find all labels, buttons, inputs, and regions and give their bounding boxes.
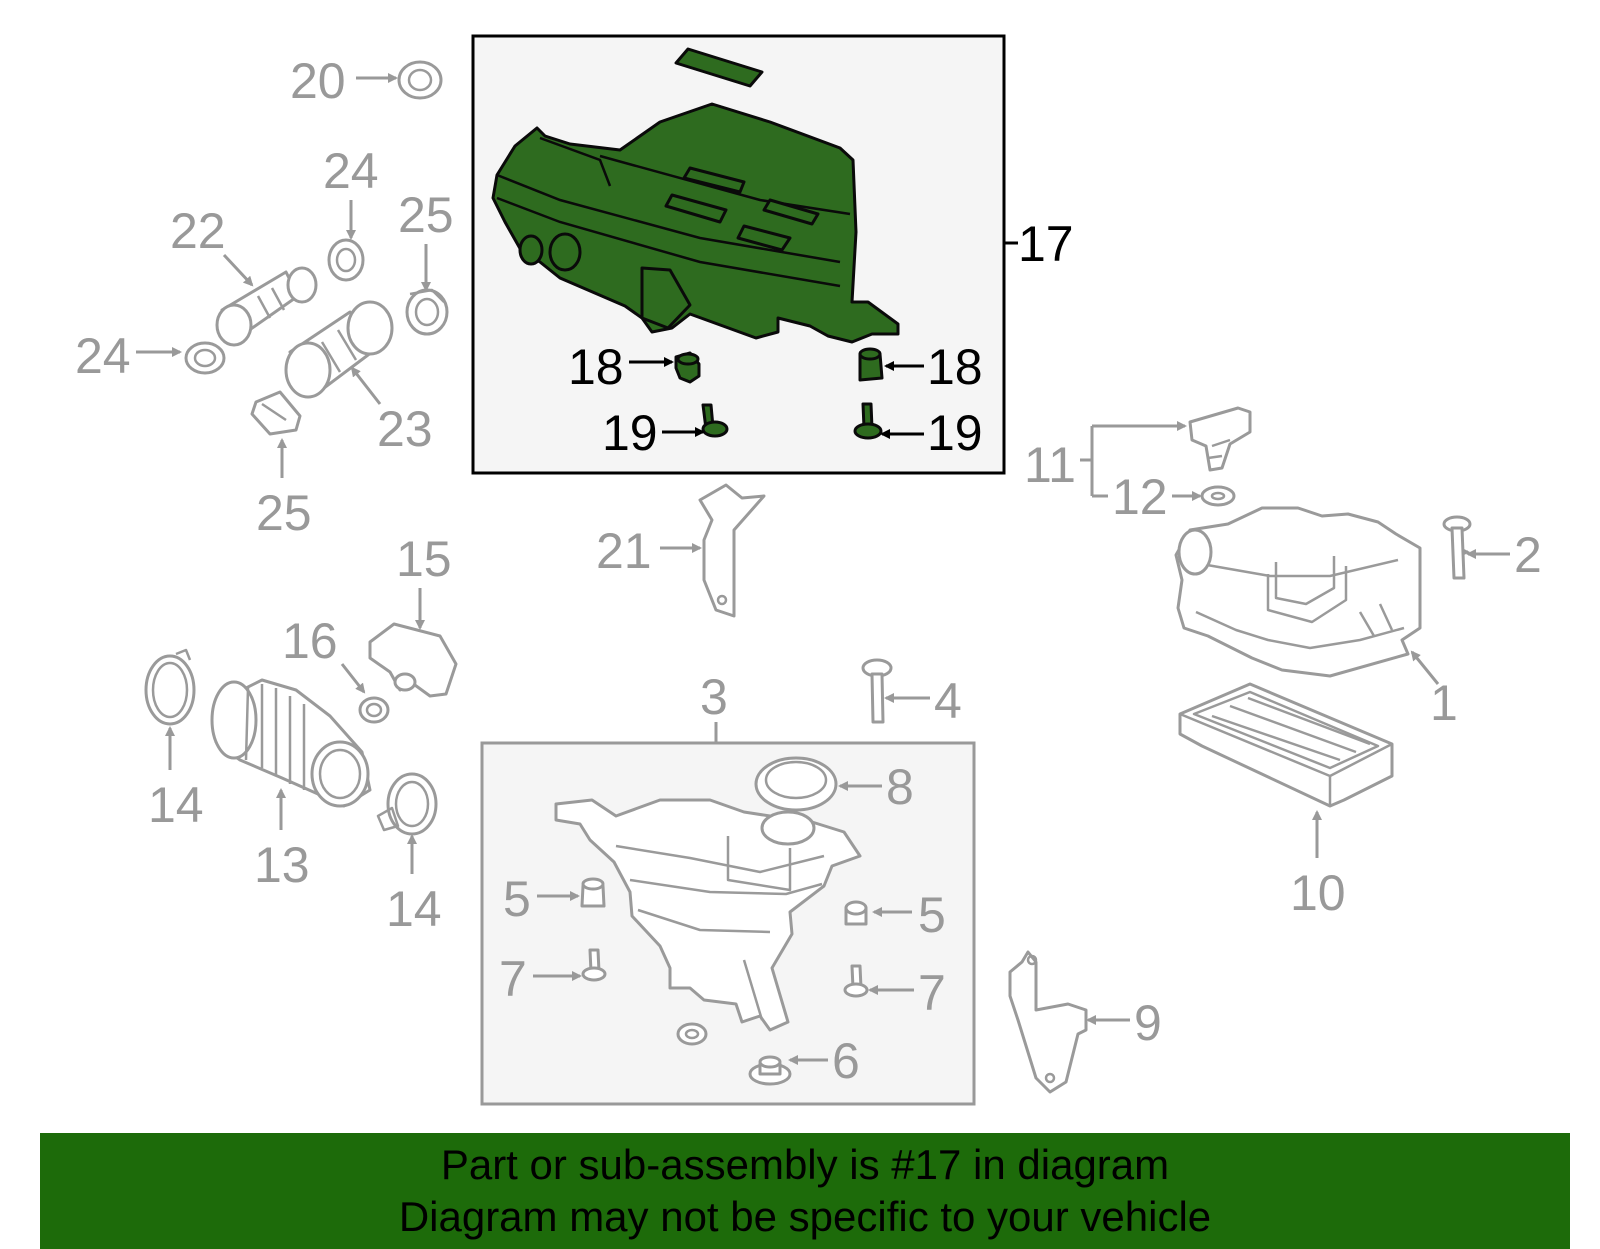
air-cleaner-cover-part-17 bbox=[491, 102, 900, 344]
grommet-part-20 bbox=[397, 60, 443, 100]
callout-19-left: 19 bbox=[602, 405, 658, 461]
bolt-part-4 bbox=[861, 658, 893, 724]
callout-9: 9 bbox=[1134, 995, 1162, 1051]
callout-5-left: 5 bbox=[503, 871, 531, 927]
callout-4: 4 bbox=[934, 673, 962, 729]
clamp-part-25-bottom bbox=[250, 390, 302, 436]
bolt-part-7-left bbox=[581, 948, 607, 982]
callout-14-left: 14 bbox=[148, 777, 204, 833]
callout-2: 2 bbox=[1514, 527, 1542, 583]
callout-8: 8 bbox=[886, 759, 914, 815]
callout-6: 6 bbox=[832, 1033, 860, 1089]
air-filter-part-10 bbox=[1178, 682, 1394, 808]
gasket-part-12 bbox=[1200, 485, 1236, 507]
intake-duct-part-13 bbox=[210, 678, 372, 808]
bracket-part-21 bbox=[698, 483, 766, 618]
banner-line-1: Part or sub-assembly is #17 in diagram bbox=[440, 1141, 1170, 1188]
clamp-part-16 bbox=[358, 696, 390, 724]
grommet-part-5-right bbox=[844, 900, 868, 926]
banner-line-2: Diagram may not be specific to your vehi… bbox=[398, 1193, 1212, 1240]
callout-15: 15 bbox=[396, 531, 452, 587]
sensor-part-11 bbox=[1188, 406, 1252, 472]
air-box-lower-part-1 bbox=[1174, 506, 1422, 678]
grommet-part-18-left bbox=[674, 351, 701, 384]
callout-24-top: 24 bbox=[323, 143, 379, 199]
callout-12: 12 bbox=[1112, 469, 1168, 525]
callout-21: 21 bbox=[596, 523, 652, 579]
clamp-part-24-left bbox=[184, 341, 226, 375]
callout-1: 1 bbox=[1430, 675, 1458, 731]
callout-25-top: 25 bbox=[398, 187, 454, 243]
hose-part-23 bbox=[284, 300, 394, 399]
bolt-part-2 bbox=[1442, 515, 1472, 580]
callout-17: 17 bbox=[1018, 216, 1074, 272]
clamp-part-14-right bbox=[376, 772, 438, 836]
callout-25-bottom: 25 bbox=[256, 485, 312, 541]
notice-banner: Part or sub-assembly is #17 in diagram D… bbox=[40, 1133, 1570, 1249]
callout-10: 10 bbox=[1290, 865, 1346, 921]
bracket-part-9 bbox=[1008, 950, 1088, 1094]
grommet-part-6 bbox=[748, 1055, 792, 1086]
washer-part-3-bottom bbox=[676, 1022, 708, 1046]
callout-18-left: 18 bbox=[568, 339, 624, 395]
callout-3: 3 bbox=[700, 669, 728, 725]
callout-20: 20 bbox=[290, 53, 346, 109]
callout-16: 16 bbox=[282, 613, 338, 669]
callout-22: 22 bbox=[170, 203, 226, 259]
callout-13: 13 bbox=[254, 837, 310, 893]
callout-24-left: 24 bbox=[75, 328, 131, 384]
callout-14-right: 14 bbox=[386, 881, 442, 937]
clamp-part-14-left bbox=[144, 648, 196, 726]
callout-7-left: 7 bbox=[499, 951, 527, 1007]
air-box-lower-part-3 bbox=[554, 798, 862, 1032]
seal-strip-part-17 bbox=[674, 47, 764, 88]
parts-diagram: 17 18 18 19 19 20 24 22 25 24 bbox=[75, 34, 1542, 1106]
grommet-part-5-left bbox=[580, 877, 606, 908]
seal-ring-part-8 bbox=[754, 756, 838, 812]
callout-11: 11 bbox=[1024, 437, 1076, 493]
clamp-part-24-top bbox=[327, 238, 365, 282]
callout-23: 23 bbox=[377, 401, 433, 457]
clamp-part-25-top bbox=[405, 288, 449, 336]
hose-part-22 bbox=[215, 266, 318, 347]
callout-7-right: 7 bbox=[918, 965, 946, 1021]
callout-18-right: 18 bbox=[927, 339, 983, 395]
grommet-part-18-right bbox=[858, 347, 884, 382]
callout-19-right: 19 bbox=[927, 405, 983, 461]
resonator-part-15 bbox=[368, 622, 458, 698]
bolt-part-7-right bbox=[843, 964, 869, 998]
callout-5-right: 5 bbox=[918, 887, 946, 943]
